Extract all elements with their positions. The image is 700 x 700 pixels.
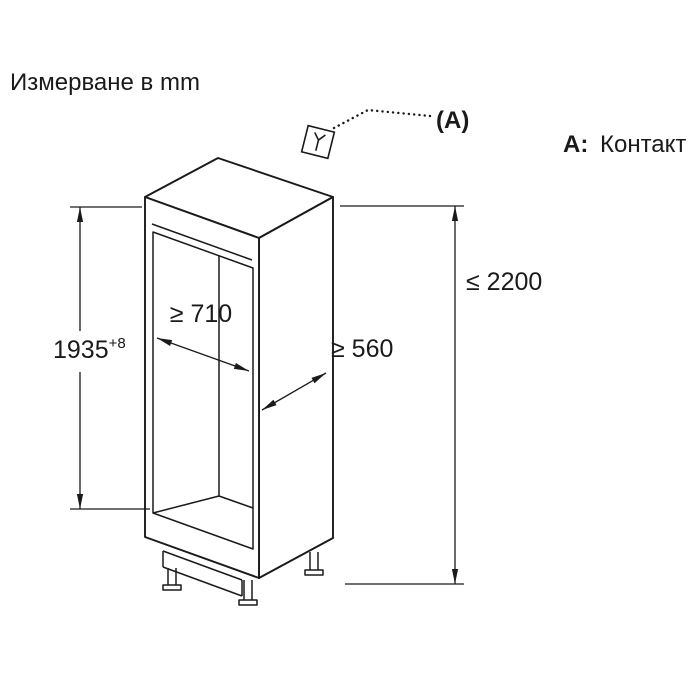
legend-value: Контакт bbox=[600, 131, 686, 158]
leveling-foot bbox=[162, 568, 182, 591]
cabinet-base bbox=[162, 550, 324, 606]
cabinet-front-face bbox=[144, 196, 260, 579]
leveling-foot bbox=[238, 580, 258, 606]
niche-opening bbox=[151, 223, 254, 550]
dimension-niche-width bbox=[156, 337, 250, 372]
callout-label-a: (A) bbox=[436, 107, 469, 134]
niche-width-label: ≥ 710 bbox=[170, 300, 232, 328]
socket-callout bbox=[300, 108, 432, 160]
leveling-foot bbox=[304, 552, 324, 576]
niche-height-label: 1935+8 bbox=[53, 335, 126, 364]
dimension-niche-depth bbox=[261, 372, 327, 411]
cabinet bbox=[144, 157, 334, 579]
niche-top-panel-edge bbox=[151, 223, 253, 261]
legend: А: Контакт bbox=[563, 131, 686, 158]
total-height-label: ≤ 2200 bbox=[466, 268, 542, 296]
power-socket-icon bbox=[300, 124, 336, 160]
dimension-total-height bbox=[340, 205, 464, 585]
diagram-title: Измерване в mm bbox=[10, 69, 200, 96]
callout-dotted-line bbox=[332, 108, 432, 130]
cabinet-right-face bbox=[258, 196, 334, 579]
niche-floor-left-edge bbox=[152, 495, 220, 514]
legend-key: А: bbox=[563, 131, 588, 158]
dimension-niche-height bbox=[70, 206, 150, 510]
niche-floor-back-edge bbox=[218, 495, 254, 509]
niche-depth-label: ≥ 560 bbox=[331, 335, 393, 363]
